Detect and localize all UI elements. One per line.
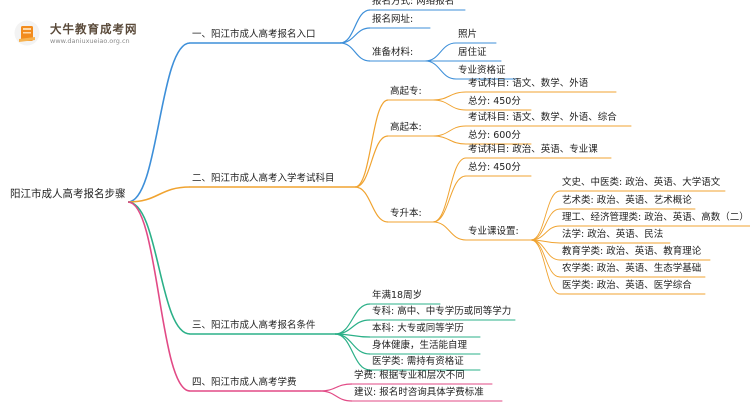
leaf-node: 教育学类: 政治、英语、教育理论: [562, 246, 702, 257]
connector: [432, 125, 467, 137]
connector: [432, 91, 467, 101]
branch-node: 三、阳江市成人高考报名条件: [192, 320, 316, 331]
subtopic-node: 专业资格证: [458, 65, 506, 76]
topic-node: 身体健康，生活能自理: [372, 340, 468, 351]
topic-node: 报名网址:: [372, 14, 414, 25]
connector: [530, 239, 561, 295]
connector: [530, 208, 561, 241]
book-icon: [14, 20, 40, 46]
topic-node: 专科: 高中、中专学历或同等学力: [372, 306, 512, 317]
leaf-node: 农学类: 政治、英语、生态学基础: [562, 263, 702, 274]
leaf-node: 艺术类: 政治、英语、艺术概论: [562, 195, 692, 206]
topic-node: 年满18周岁: [372, 290, 423, 301]
topic-node: 报名方式: 网络报名: [372, 0, 455, 7]
topic-node: 学费: 根据专业和层次不同: [354, 370, 465, 381]
subtopic-node: 专业课设置:: [468, 226, 519, 237]
brand-name: 大牛教育成考网: [50, 22, 138, 36]
connector: [127, 201, 191, 392]
branch-node: 一、阳江市成人高考报名入口: [192, 29, 316, 40]
topic-node: 本科: 大专或同等学历: [372, 323, 464, 334]
topic-node: 建议: 报名时咨询具体学费标准: [354, 387, 484, 398]
brand-logo: 大牛教育成考网 www.daniuxueiao.org.cn: [14, 18, 144, 50]
topic-node: 医学类: 需持有资格证: [372, 356, 464, 367]
connector: [334, 303, 371, 335]
connector: [432, 135, 467, 145]
connector: [354, 186, 389, 223]
brand-url: www.daniuxueiao.org.cn: [50, 37, 130, 45]
connector: [319, 383, 353, 392]
connector: [334, 333, 371, 371]
topic-node: 高起本:: [390, 122, 422, 133]
connector: [339, 9, 371, 44]
connector: [354, 99, 389, 188]
connector: [432, 175, 467, 223]
subtopic-node: 居住证: [458, 47, 487, 58]
connector: [127, 186, 191, 203]
subtopic-node: 总分: 600分: [468, 130, 521, 141]
connector: [424, 60, 457, 80]
connector: [432, 221, 467, 241]
connector: [432, 157, 467, 223]
connector: [530, 225, 561, 241]
subtopic-node: 考试科目: 语文、数学、外语、综合: [468, 112, 617, 123]
subtopic-node: 总分: 450分: [468, 96, 521, 107]
topic-node: 高起专:: [390, 86, 422, 97]
connector: [530, 190, 561, 241]
connector: [530, 239, 561, 278]
subtopic-node: 照片: [458, 29, 478, 40]
connector: [339, 42, 371, 62]
subtopic-node: 总分: 450分: [468, 162, 521, 173]
connector: [339, 27, 371, 44]
connector: [127, 201, 191, 335]
root-node: 阳江市成人高考报名步骤: [10, 188, 126, 200]
subtopic-node: 考试科目: 语文、数学、外语: [468, 78, 589, 89]
leaf-node: 文史、中医类: 政治、英语、大学语文: [562, 177, 721, 188]
leaf-node: 医学类: 政治、英语、医学综合: [562, 280, 692, 291]
connector: [432, 99, 467, 111]
leaf-node: 法学: 政治、英语、民法: [562, 229, 664, 240]
connector: [354, 135, 389, 188]
branch-node: 四、阳江市成人高考学费: [192, 377, 297, 388]
connector: [319, 390, 353, 402]
connector: [424, 42, 457, 62]
branch-node: 二、阳江市成人高考入学考试科目: [192, 173, 335, 184]
subtopic-node: 考试科目: 政治、英语、专业课: [468, 144, 598, 155]
topic-node: 专升本:: [390, 208, 422, 219]
connector: [127, 42, 191, 203]
connector: [334, 319, 371, 335]
leaf-node: 理工、经济管理类: 政治、英语、高数（二）: [562, 212, 749, 223]
topic-node: 准备材料:: [372, 47, 414, 58]
